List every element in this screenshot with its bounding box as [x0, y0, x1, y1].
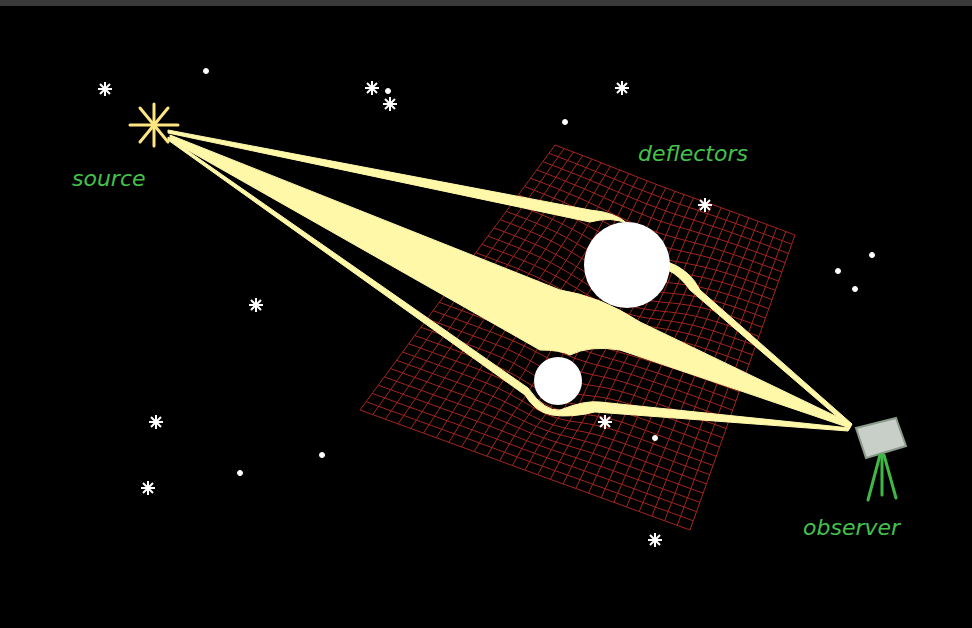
source-star	[130, 104, 178, 146]
star	[98, 82, 112, 96]
light-beams	[168, 130, 852, 431]
light-beam	[168, 137, 850, 431]
deflector-mass	[584, 222, 670, 308]
top-bar	[0, 0, 972, 6]
star	[615, 81, 629, 95]
star	[365, 81, 379, 95]
deflector-mass	[534, 357, 582, 405]
star	[870, 253, 875, 258]
star	[653, 436, 658, 441]
star	[386, 89, 391, 94]
star	[149, 415, 163, 429]
star	[648, 533, 662, 547]
background-stars	[98, 69, 875, 548]
part-label: deflectors	[638, 143, 748, 165]
star	[698, 198, 712, 212]
star	[238, 471, 243, 476]
observer-camera	[856, 418, 906, 500]
star	[836, 269, 841, 274]
star	[249, 298, 263, 312]
star	[320, 453, 325, 458]
star	[204, 69, 209, 74]
star	[598, 415, 612, 429]
star	[853, 287, 858, 292]
part-label: source	[72, 168, 146, 190]
light-beam	[668, 262, 852, 426]
star	[383, 97, 397, 111]
star	[141, 481, 155, 495]
part-label: observer	[803, 517, 900, 539]
star	[563, 120, 568, 125]
